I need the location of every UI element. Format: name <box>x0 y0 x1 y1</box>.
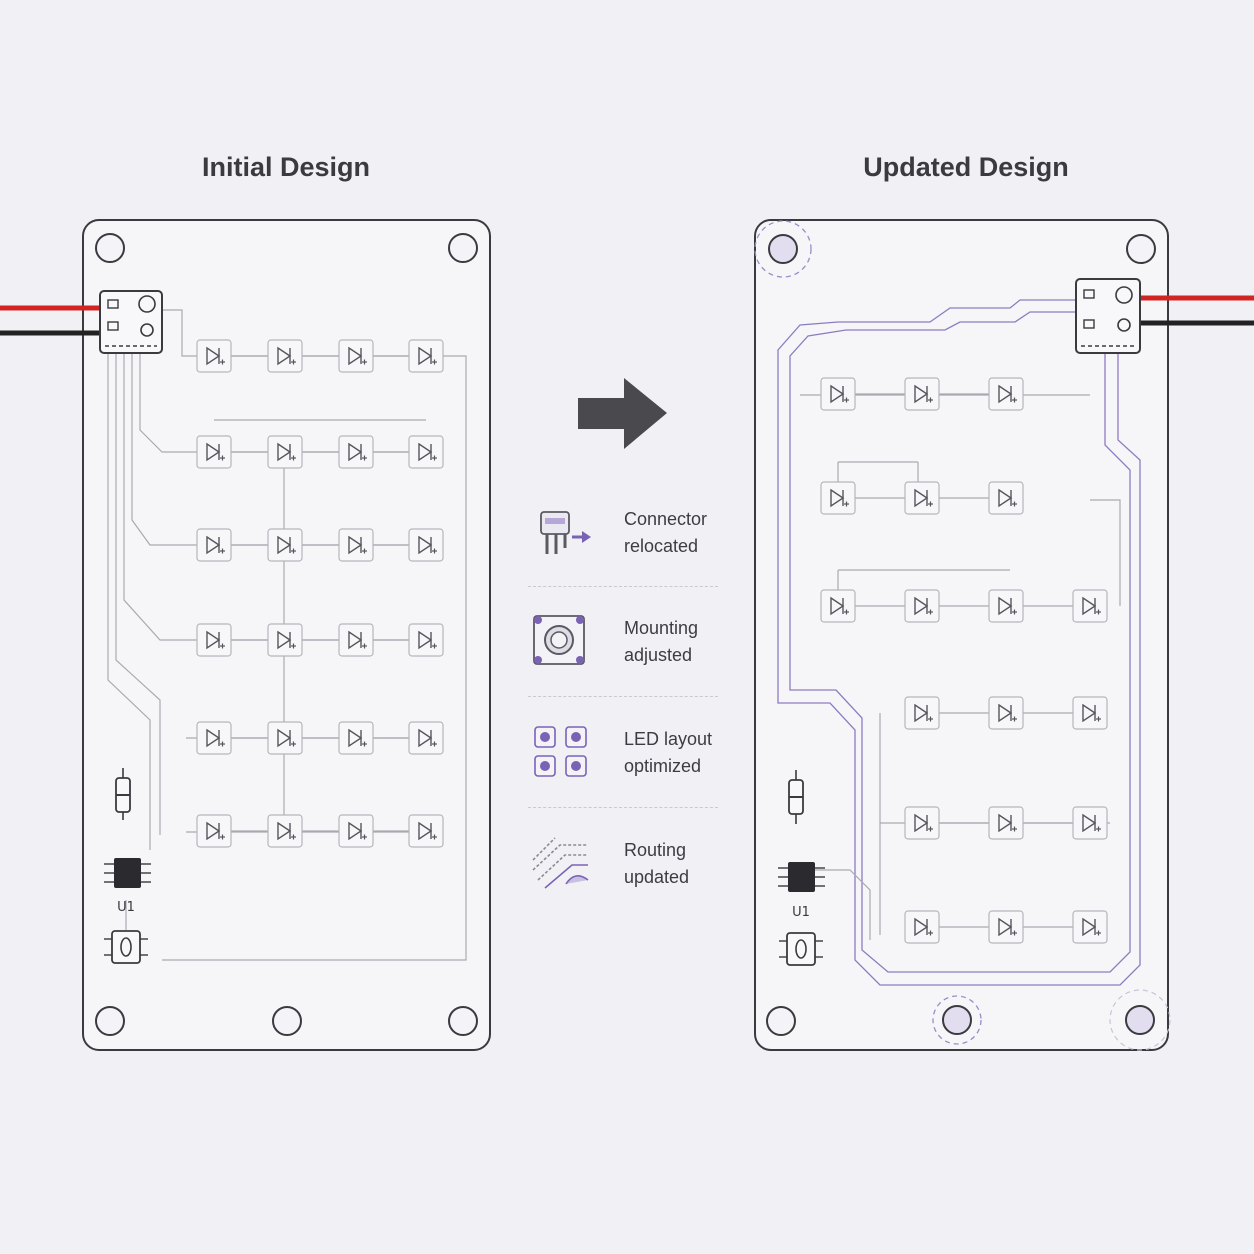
led-footprint <box>408 623 444 657</box>
relocated-hole-marker <box>932 995 982 1045</box>
led-footprint <box>338 623 374 657</box>
sensor-component <box>779 932 823 966</box>
led-footprint <box>820 481 856 515</box>
mounting-hole <box>95 233 125 263</box>
led-footprint <box>820 589 856 623</box>
led-footprint <box>408 435 444 469</box>
legend-mounting: Mounting adjusted <box>624 615 698 669</box>
led-footprint <box>408 814 444 848</box>
mounting-hole <box>1125 1005 1155 1035</box>
sensor-component <box>104 930 148 964</box>
relocated-hole-marker <box>1109 989 1171 1051</box>
led-footprint <box>904 696 940 730</box>
led-footprint <box>904 377 940 411</box>
connector <box>99 290 163 354</box>
routing-icon <box>532 837 589 889</box>
led-grid-icon <box>534 726 587 777</box>
led-footprint <box>904 589 940 623</box>
mounting-hole <box>272 1006 302 1036</box>
led-footprint <box>338 339 374 373</box>
initial-design-title: Initial Design <box>201 152 371 182</box>
resistor <box>788 770 804 824</box>
resistor <box>115 768 131 820</box>
relocated-hole-marker <box>754 220 812 278</box>
mounting-hole <box>448 233 478 263</box>
mounting-hole <box>95 1006 125 1036</box>
initial-led-array <box>196 339 444 848</box>
right-arrow-icon <box>578 378 667 449</box>
updated-led-array <box>820 377 1108 944</box>
legend-line: LED layout <box>624 729 713 749</box>
led-footprint <box>904 806 940 840</box>
led-footprint <box>267 623 303 657</box>
led-footprint <box>408 339 444 373</box>
legend-line: relocated <box>624 536 699 556</box>
mounting-hole <box>942 1005 972 1035</box>
updated-traces <box>777 299 1141 986</box>
legend-line: adjusted <box>624 645 693 665</box>
led-footprint <box>196 721 232 755</box>
led-footprint <box>988 910 1024 944</box>
led-footprint <box>196 339 232 373</box>
led-footprint <box>988 696 1024 730</box>
led-footprint <box>338 528 374 562</box>
led-footprint <box>267 339 303 373</box>
led-footprint <box>988 377 1024 411</box>
led-footprint <box>904 481 940 515</box>
led-footprint <box>1072 696 1108 730</box>
led-footprint <box>1072 589 1108 623</box>
ic-chip <box>104 858 151 888</box>
updated-pcb-board: U1 <box>754 219 1254 1051</box>
initial-pcb-board: U1 <box>0 219 491 1051</box>
legend-line: optimized <box>624 756 702 776</box>
led-footprint <box>267 435 303 469</box>
mounting-hole <box>766 1006 796 1036</box>
led-footprint <box>267 814 303 848</box>
ic-label: U1 <box>117 900 135 915</box>
divider <box>528 586 718 587</box>
mounting-hole <box>448 1006 478 1036</box>
ic-label: U1 <box>792 905 810 920</box>
ic-chip <box>778 862 825 892</box>
divider <box>528 807 718 808</box>
led-footprint <box>338 435 374 469</box>
led-footprint <box>1072 806 1108 840</box>
led-footprint <box>904 910 940 944</box>
led-footprint <box>988 481 1024 515</box>
led-footprint <box>1072 910 1108 944</box>
led-footprint <box>988 589 1024 623</box>
led-footprint <box>988 806 1024 840</box>
led-footprint <box>196 528 232 562</box>
connector <box>1075 278 1141 354</box>
legend-led-layout: LED layout optimized <box>624 726 712 780</box>
mounting-hole-icon <box>533 615 585 665</box>
legend-line: Connector <box>624 509 708 529</box>
led-footprint <box>408 721 444 755</box>
mounting-hole <box>1126 234 1156 264</box>
led-footprint <box>267 528 303 562</box>
mounting-hole <box>768 234 798 264</box>
led-footprint <box>408 528 444 562</box>
legend-routing: Routing updated <box>624 837 689 891</box>
led-footprint <box>196 435 232 469</box>
connector-icon <box>540 511 591 554</box>
led-footprint <box>820 377 856 411</box>
legend-line: Mounting <box>624 618 699 638</box>
legend-connector: Connector relocated <box>624 506 707 560</box>
legend-line: Routing <box>624 840 687 860</box>
updated-design-title: Updated Design <box>863 152 1069 182</box>
led-footprint <box>338 814 374 848</box>
led-footprint <box>338 721 374 755</box>
led-footprint <box>267 721 303 755</box>
divider <box>528 696 718 697</box>
led-footprint <box>196 623 232 657</box>
legend-line: updated <box>624 867 690 887</box>
led-footprint <box>196 814 232 848</box>
